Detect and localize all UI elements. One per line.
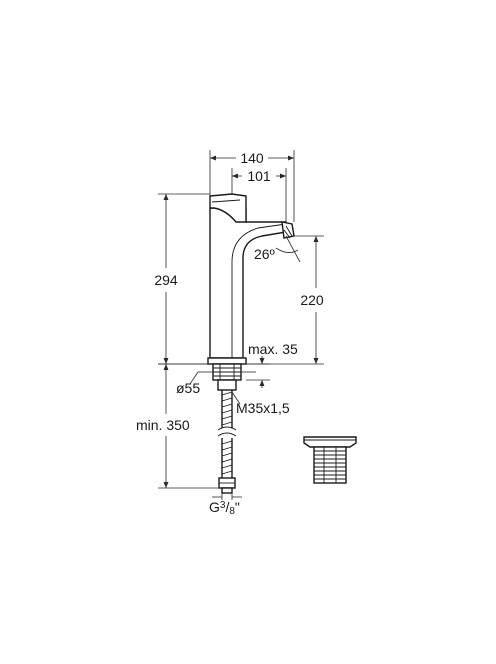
dimension-diameter-lines [189, 371, 256, 385]
dimension-101-lines [231, 168, 287, 222]
dimension-350-label: min. 350 [136, 417, 190, 433]
connection-numerator: 3 [220, 500, 226, 511]
dimension-connection-lines [212, 493, 242, 500]
dimension-294-label: 294 [154, 272, 178, 288]
dimension-350-lines [158, 363, 219, 489]
connection-prefix: G [209, 499, 220, 515]
dimension-140-lines [209, 150, 295, 222]
dimension-101-label: 101 [247, 168, 271, 184]
connection-suffix: " [235, 499, 240, 515]
dimension-220-lines [246, 235, 324, 365]
dimension-140-label: 140 [240, 150, 264, 166]
dimension-angle-lines [275, 235, 301, 263]
dimension-angle-label: 26º [254, 246, 275, 262]
mounting-base [207, 357, 247, 391]
dimension-thread-lines [231, 391, 241, 405]
dimension-diameter-label: ø55 [176, 380, 200, 396]
flexible-hose [217, 390, 237, 494]
connection-denominator: 8 [229, 506, 235, 517]
lever-handle [209, 193, 247, 223]
dimension-max35-lines [246, 356, 270, 388]
dimension-max35-label: max. 35 [248, 341, 298, 357]
drain-plug [303, 436, 357, 484]
dimension-connection-label: G3/8" [209, 499, 240, 517]
faucet-body [209, 207, 295, 359]
dimension-thread-label: M35x1,5 [236, 400, 290, 416]
connection-slash: / [225, 499, 229, 515]
dimension-220-label: 220 [300, 292, 324, 308]
